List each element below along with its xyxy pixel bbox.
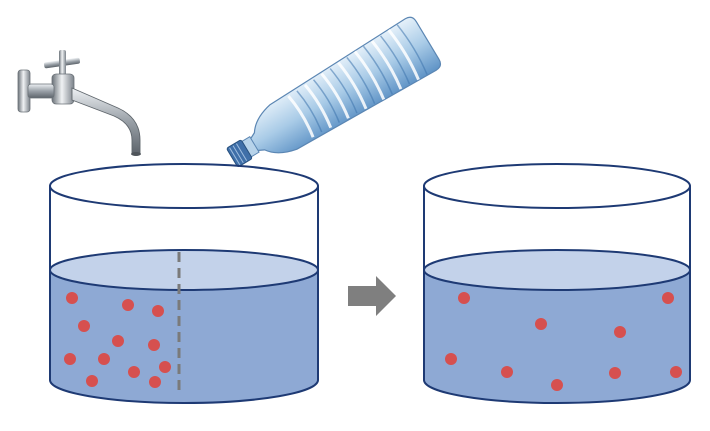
particle <box>66 292 78 304</box>
particle <box>551 379 563 391</box>
particle <box>445 353 457 365</box>
water-surface <box>49 249 319 291</box>
particle <box>501 366 513 378</box>
particle <box>159 361 171 373</box>
particle <box>86 375 98 387</box>
particles-before <box>64 292 171 388</box>
water-body <box>424 270 690 403</box>
water-surface <box>423 249 691 291</box>
container-outline <box>423 163 691 404</box>
particle <box>662 292 674 304</box>
before-container <box>49 163 319 404</box>
right-arrow-icon <box>348 276 396 316</box>
particle <box>122 299 134 311</box>
particle <box>98 353 110 365</box>
container-outline <box>49 163 319 404</box>
particle <box>458 292 470 304</box>
particle <box>670 366 682 378</box>
particle <box>148 339 160 351</box>
particle <box>128 366 140 378</box>
particle <box>609 367 621 379</box>
water-bottle-icon <box>226 16 442 167</box>
particles-after <box>445 292 682 391</box>
particle <box>152 305 164 317</box>
after-container <box>423 163 691 404</box>
particle <box>64 353 76 365</box>
particle <box>112 335 124 347</box>
water-body <box>50 270 318 403</box>
particle <box>535 318 547 330</box>
particle <box>149 376 161 388</box>
faucet-icon <box>17 50 141 156</box>
particle <box>78 320 90 332</box>
particle <box>614 326 626 338</box>
